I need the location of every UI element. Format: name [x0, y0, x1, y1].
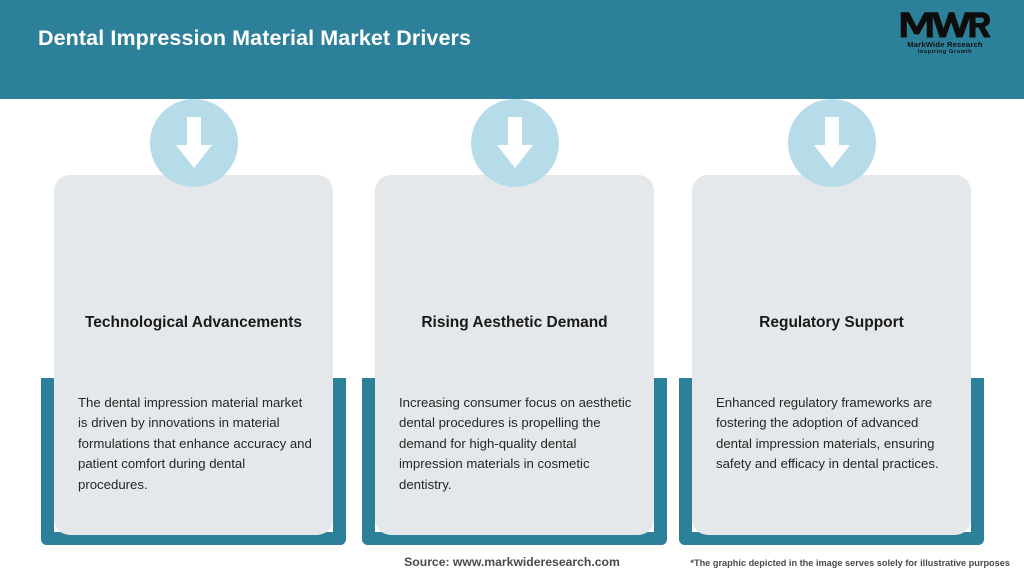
card-title: Technological Advancements [84, 314, 303, 331]
card-icon-badge [787, 99, 876, 187]
card-title: Rising Aesthetic Demand [421, 314, 608, 331]
card-icon-badge [470, 99, 559, 187]
brand-logo: MarkWide Research Inspiring Growth [890, 10, 1000, 58]
driver-card-2: Rising Aesthetic Demand Increasing consu… [362, 99, 667, 545]
driver-card-3: Regulatory Support Enhanced regulatory f… [679, 99, 984, 545]
card-surface: Rising Aesthetic Demand Increasing consu… [375, 175, 654, 535]
driver-card-1: Technological Advancements The dental im… [41, 99, 346, 545]
card-body-text: The dental impression material market is… [78, 395, 312, 492]
logo-company-name: MarkWide Research [907, 40, 983, 49]
arrow-down-icon [496, 117, 533, 168]
mwr-logo-icon [900, 12, 991, 38]
card-surface: Regulatory Support Enhanced regulatory f… [692, 175, 971, 535]
card-surface: Technological Advancements The dental im… [54, 175, 333, 535]
card-icon-badge [149, 99, 238, 187]
source-label: Source: www.markwideresearch.com [404, 555, 620, 569]
card-bracket [679, 378, 984, 545]
card-bracket [362, 378, 667, 545]
arrow-down-icon [175, 117, 212, 168]
page-title: Dental Impression Material Market Driver… [38, 26, 472, 50]
logo-tagline: Inspiring Growth [917, 49, 973, 55]
card-body-text: Enhanced regulatory frameworks are foste… [716, 395, 939, 472]
cards-container: Technological Advancements The dental im… [0, 99, 1024, 576]
card-title: Regulatory Support [759, 314, 904, 331]
disclaimer-note: *The graphic depicted in the image serve… [690, 558, 1010, 568]
header-bar: Dental Impression Material Market Driver… [0, 0, 1024, 99]
arrow-down-icon [813, 117, 850, 168]
card-body-text: Increasing consumer focus on aesthetic d… [399, 395, 632, 492]
card-bracket [41, 378, 346, 545]
